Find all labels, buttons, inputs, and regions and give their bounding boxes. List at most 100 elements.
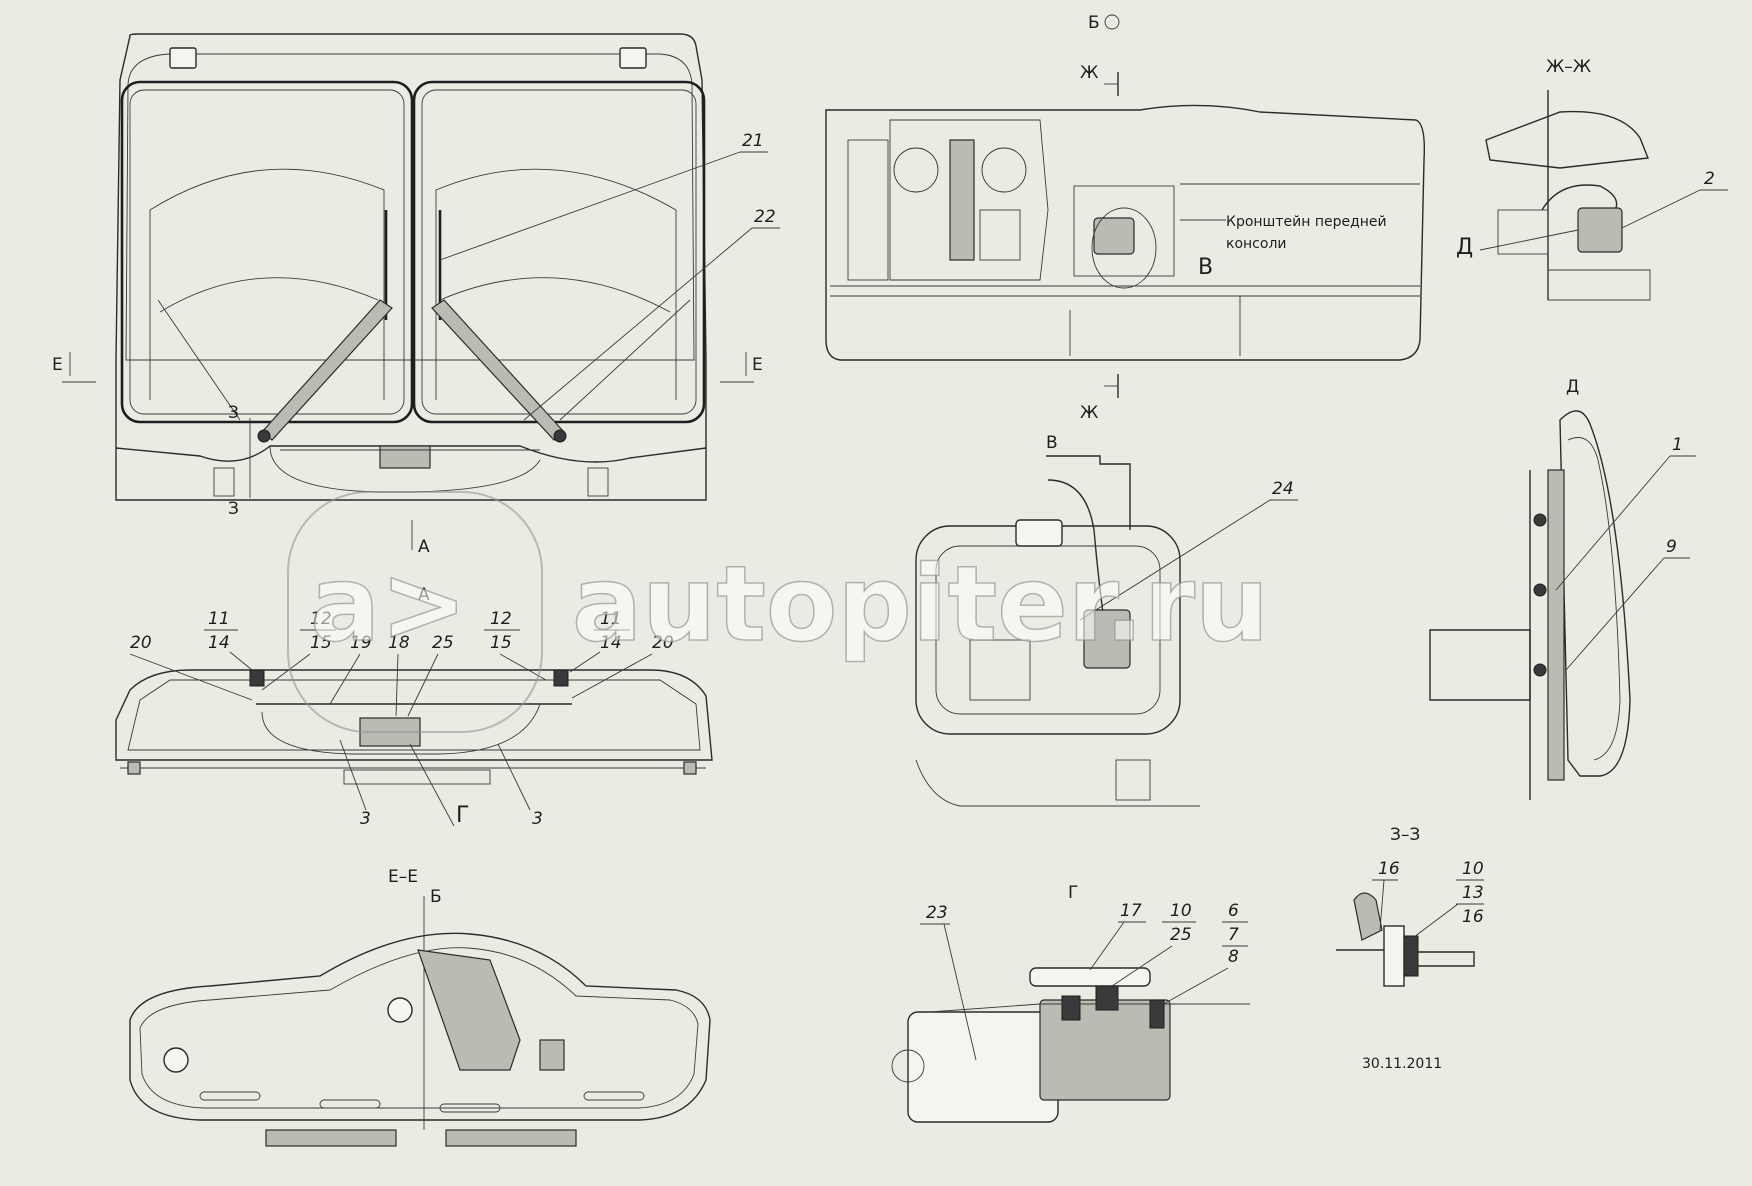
steering-column [949,139,975,261]
cut-z-bottom-label: З [228,499,239,519]
callout-9: 9 [1666,537,1677,557]
view-g-title: Г [1068,883,1078,903]
leader-9 [1565,557,1665,671]
leader-25 [407,653,439,717]
reservoir-cap [1015,519,1063,547]
gauge-left [893,147,939,193]
bracket-lower-right [587,467,609,497]
callout-3-left: 3 [360,809,371,829]
note-view-ref: В [1198,255,1213,280]
callout-12-left: 12 [310,609,332,629]
windshield-left-inner [129,89,405,415]
callout-14-right: 14 [600,633,622,653]
wiper-pivot-left [257,429,271,443]
callout-20-left: 20 [130,633,152,653]
top-view-outline [115,669,713,761]
section-e-e-foot-right [445,1129,577,1147]
callout-24: 24 [1272,479,1294,499]
section-zh-zh: Ж–Ж 2 Д [1456,57,1728,301]
view-b-instrument-cluster [889,119,1049,281]
view-v: В 24 [915,433,1298,807]
section-e-e-foot-left [265,1129,397,1147]
view-d-bracket [1429,629,1531,701]
leader-21 [439,151,741,261]
washer-pump-view-b [1093,217,1135,255]
crank-17 [1029,967,1151,987]
callout-8: 8 [1228,947,1239,967]
wiped-area-right-inner [439,277,671,313]
view-v-frame-top [1046,455,1131,530]
callout-13-z: 13 [1462,883,1484,903]
section-z-z: З–З 16 10 13 16 [1336,825,1484,987]
leader-19 [329,653,361,705]
section-zh-top [1485,110,1649,169]
watermark-logo-badge [287,491,543,733]
windshield-left-pane [120,80,414,424]
mount-bracket-left [169,47,197,69]
note-line-2: консоли [1226,236,1286,252]
callout-25-g: 25 [1170,925,1192,945]
leader-1 [1555,455,1671,591]
leader-20-right [571,653,653,699]
leader-20-left [129,653,253,701]
view-b: Б Ж Ж Кронштейн передней консоли В [825,13,1426,423]
fastener-3 [1533,663,1547,677]
watermark-logo-mark: a> [310,543,467,665]
top-view-inner [127,679,701,751]
wiped-area-left-outer [149,168,385,400]
motor-housing [907,1011,1059,1123]
view-d: Д 1 9 [1429,377,1696,800]
view-d-inner-skin [1567,437,1621,761]
view-g: Г 23 17 10 25 6 7 8 [891,883,1250,1123]
section-e-e: Е–Е Б [129,867,711,1147]
leader-15-left [261,653,311,691]
callout-16-left: 16 [1378,859,1400,879]
section-e-e-light [163,1047,189,1073]
slot-1 [199,1091,261,1101]
leader-g [409,743,455,827]
callout-17: 17 [1120,901,1142,921]
top-linkage-cover [261,703,541,755]
cut-zh-top-label: Ж [1080,63,1098,83]
callout-23: 23 [926,903,948,923]
cut-z-top-label: З [228,403,239,423]
view-b-outline [825,104,1426,361]
fastener-2 [1533,583,1547,597]
callout-2: 2 [1704,169,1715,189]
section-e-e-outline [129,932,711,1121]
view-b-title: Б [1088,13,1100,33]
section-e-e-title: Е–Е [388,867,418,887]
callout-7: 7 [1228,925,1239,945]
washer-pump-zh [1577,207,1623,253]
leader-24 [1079,499,1271,621]
section-z-bushing [1383,925,1405,987]
callout-22: 22 [754,207,776,227]
view-a-label-bottom: А [418,585,430,605]
reservoir-bracket [969,639,1031,701]
callout-1: 1 [1672,435,1683,455]
section-zh-hose [1541,184,1618,211]
sweep-line-left [157,299,241,421]
leader-2 [1621,189,1701,229]
pivot-right-top [553,669,569,687]
callout-18: 18 [388,633,410,653]
leader-22 [523,227,753,421]
gauge-right [981,147,1027,193]
section-z-arm [1353,892,1383,941]
top-view: 11 14 20 12 15 19 18 25 12 15 11 14 20 3… [115,609,713,829]
drawing-date: 30.11.2011 [1362,1056,1442,1072]
bracket-lower-left [213,467,235,497]
callout-15-right: 15 [490,633,512,653]
mount-bracket-right [619,47,647,69]
section-zh-base [1547,269,1651,301]
callout-11-right: 11 [600,609,622,629]
windshield-right-pane [412,80,706,424]
fastener-1 [1533,513,1547,527]
motor-mount-plate [343,769,491,785]
view-g-marker: Г [456,803,469,828]
leader-14-left [229,651,253,671]
cut-zh-bottom-label: Ж [1080,403,1098,423]
slot-2 [319,1099,381,1109]
wiped-area-right-outer [435,168,677,400]
